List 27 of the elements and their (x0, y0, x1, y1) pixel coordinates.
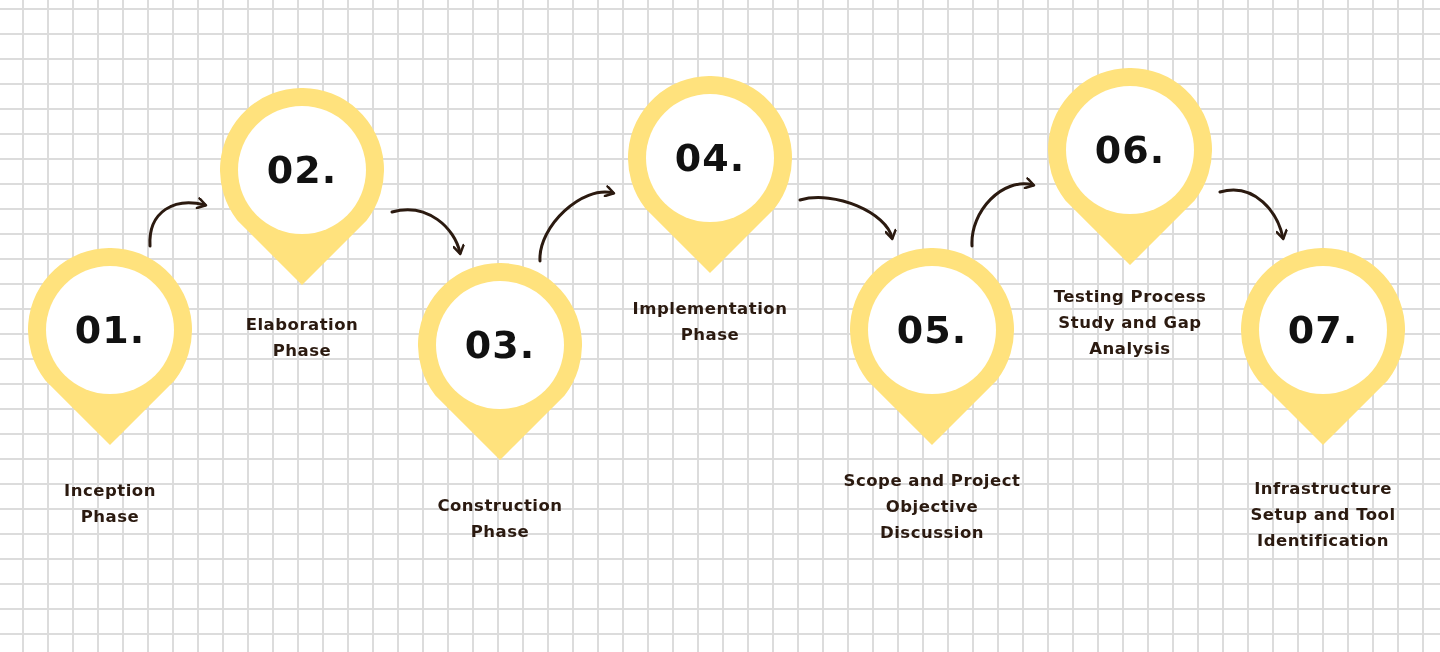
step-caption: Inception Phase (63, 480, 157, 528)
curved-arrow (1218, 188, 1288, 241)
step-caption: Implementation Phase (631, 298, 789, 346)
step-number: 04. (673, 135, 747, 182)
location-pin (1241, 248, 1405, 446)
curved-arrow (390, 208, 465, 256)
step-number: 07. (1286, 307, 1360, 354)
curved-arrow (970, 177, 1036, 248)
step-number: 02. (265, 147, 339, 194)
step-caption: Construction Phase (436, 495, 564, 543)
step-caption: Testing Process Study and Gap Analysis (1052, 286, 1208, 360)
curved-arrow (798, 196, 896, 241)
curved-arrow (148, 197, 208, 248)
step-caption: Scope and Project Objective Discussion (842, 470, 1022, 544)
step-number: 01. (73, 307, 147, 354)
curved-arrow (538, 185, 616, 263)
step-number: 03. (463, 322, 537, 369)
step-caption: Infrastructure Setup and Tool Identification (1249, 478, 1397, 552)
location-pin (418, 263, 582, 461)
step-number: 05. (895, 307, 969, 354)
location-pin (1048, 68, 1212, 266)
step-caption: Elaboration Phase (244, 314, 360, 362)
step-number: 06. (1093, 127, 1167, 174)
location-pin (628, 76, 792, 274)
location-pin (28, 248, 192, 446)
location-pin (220, 88, 384, 286)
location-pin (850, 248, 1014, 446)
